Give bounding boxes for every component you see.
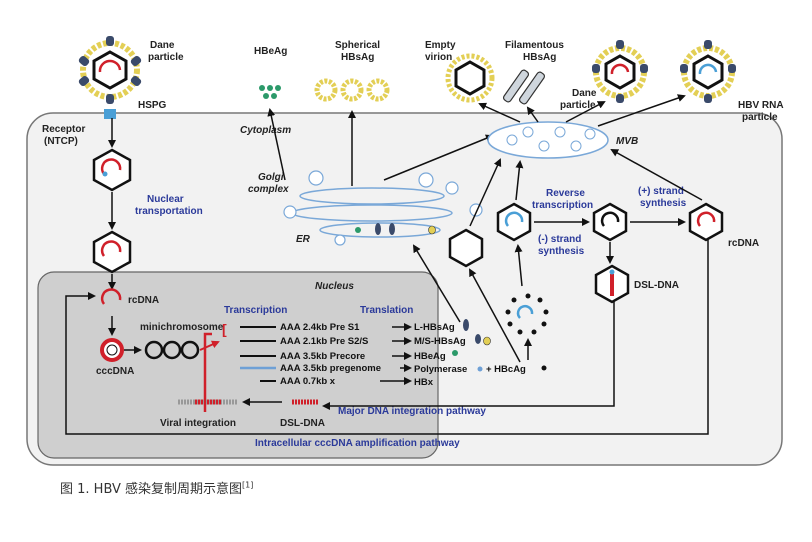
product-polymerase: Polymerase <box>414 364 467 375</box>
arrow-translation-to-er <box>412 244 461 323</box>
label-dane-right-2: particle <box>560 100 596 111</box>
svg-text:[: [ <box>222 321 227 337</box>
transcript-preS1: AAA 2.4kb Pre S1 <box>280 322 360 333</box>
label-cytoplasm: Cytoplasm <box>240 125 291 136</box>
label-empty-virion-1: Empty <box>425 40 456 51</box>
label-translation: Translation <box>360 305 413 316</box>
capsid-entry <box>92 148 132 192</box>
transcript-precore: AAA 3.5kb Precore <box>280 351 365 362</box>
label-receptor-2: (NTCP) <box>44 136 78 147</box>
minus-strand-capsid <box>592 202 628 242</box>
label-rcdna-nucleus: rcDNA <box>128 295 159 306</box>
minichromosome-icon <box>144 340 200 360</box>
label-reverse-1: Reverse <box>546 188 585 199</box>
empty-virion-icon <box>445 53 495 103</box>
capsid-nuclear <box>92 230 132 274</box>
label-plus-strand-1: (+) strand <box>638 186 684 197</box>
label-dsl-dna-right: DSL-DNA <box>634 280 679 291</box>
dane-particle-left <box>78 36 142 104</box>
major-integration-path <box>322 298 615 410</box>
label-hbeag-top: HBeAg <box>254 46 287 57</box>
transcription-bracket <box>203 332 212 406</box>
transcript-pregenome: AAA 3.5kb pregenome <box>280 363 381 374</box>
transcript-x: AAA 0.7kb x <box>280 376 336 387</box>
label-cccdna: cccDNA <box>96 366 134 377</box>
label-reverse-2: transcription <box>532 200 593 211</box>
product-hbeag: HBeAg <box>414 351 446 362</box>
label-receptor-1: Receptor <box>42 124 85 135</box>
hbeag-dots <box>259 85 281 99</box>
label-major-integration: Major DNA integration pathway <box>338 406 486 417</box>
hbv-rna-particle-icon <box>680 40 736 103</box>
pgrna-capsid <box>496 202 532 242</box>
product-ms-hbsag: M/S-HBsAg <box>414 336 466 347</box>
arrow-to-transcription <box>199 340 220 351</box>
product-l-hbsag: L-HBsAg <box>414 322 455 333</box>
spherical-hbsag-icons <box>314 78 390 102</box>
product-hbcag: + HBcAg <box>486 364 526 375</box>
label-viral-integration: Viral integration <box>160 418 236 429</box>
protein-icons <box>452 319 547 372</box>
dsl-dna-capsid-right <box>594 264 630 304</box>
arrow-rcdna-to-mvb <box>610 149 703 201</box>
label-dsl-dna-nucleus: DSL-DNA <box>280 418 325 429</box>
filamentous-hbsag-icon <box>502 69 546 105</box>
er-protein-icons <box>355 223 436 235</box>
label-dane-right-1: Dane <box>572 88 597 99</box>
label-er: ER <box>296 234 311 245</box>
label-minus-strand-2: synthesis <box>538 246 585 257</box>
amplification-path <box>65 236 709 435</box>
label-spherical-2: HBsAg <box>341 52 374 63</box>
hspg-receptor <box>104 109 116 119</box>
label-nucleus: Nucleus <box>315 281 354 292</box>
mvb-arrows <box>478 94 686 127</box>
mvb <box>487 121 609 159</box>
figure-caption: 图 1. HBV 感染复制周期示意图[1] <box>60 478 253 497</box>
label-empty-virion-2: virion <box>425 52 452 63</box>
label-dane-left-2: particle <box>148 52 184 63</box>
label-minus-strand-1: (-) strand <box>538 234 581 245</box>
dane-particle-right <box>592 40 648 103</box>
product-hbx: HBx <box>414 377 434 388</box>
vesicles <box>283 170 483 246</box>
label-amplification: Intracellular cccDNA amplification pathw… <box>255 438 460 449</box>
label-golgi-2: complex <box>248 184 289 195</box>
label-nuclear-1: Nuclear <box>147 194 184 205</box>
label-nuclear-2: transportation <box>135 206 203 217</box>
label-plus-strand-2: synthesis <box>640 198 687 209</box>
empty-capsid-icon <box>448 228 484 268</box>
transcripts: AAA 2.4kb Pre S1 AAA 2.1kb Pre S2/S AAA … <box>240 322 381 387</box>
arrow-er-to-mvb <box>383 134 494 181</box>
arrow-pgrna-to-mvb <box>515 160 524 201</box>
label-rcdna-right: rcDNA <box>728 238 759 249</box>
caption-ref: [1] <box>242 480 254 490</box>
mvb-vesicles <box>506 126 596 152</box>
caption-text: 图 1. HBV 感染复制周期示意图 <box>60 482 242 497</box>
label-filamentous-1: Filamentous <box>505 40 564 51</box>
label-spherical-1: Spherical <box>335 40 380 51</box>
label-hbv-rna-1: HBV RNA <box>738 100 784 111</box>
label-dane-left-1: Dane <box>150 40 175 51</box>
label-golgi-1: Golgi <box>258 172 284 183</box>
arrow-assembly-to-pgrna <box>514 244 523 287</box>
label-transcription: Transcription <box>224 305 287 316</box>
label-hspg: HSPG <box>138 100 167 111</box>
nucleus-region <box>37 271 439 459</box>
label-filamentous-2: HBsAg <box>523 52 556 63</box>
arrow-capsid-to-mvb <box>469 158 502 227</box>
capsid-assembly-icon <box>505 293 549 335</box>
rcdna-nucleus-icon <box>100 288 122 305</box>
rcdna-capsid-right <box>688 202 724 242</box>
translation-arrows <box>380 323 412 385</box>
label-hbv-rna-2: particle <box>742 112 778 123</box>
label-mvb: MVB <box>616 136 638 147</box>
transcript-preS2: AAA 2.1kb Pre S2/S <box>280 336 368 347</box>
arrow-er-to-hbeag <box>267 108 286 181</box>
label-minichromosome: minichromosome <box>140 322 224 333</box>
cccdna-icon <box>100 338 124 362</box>
